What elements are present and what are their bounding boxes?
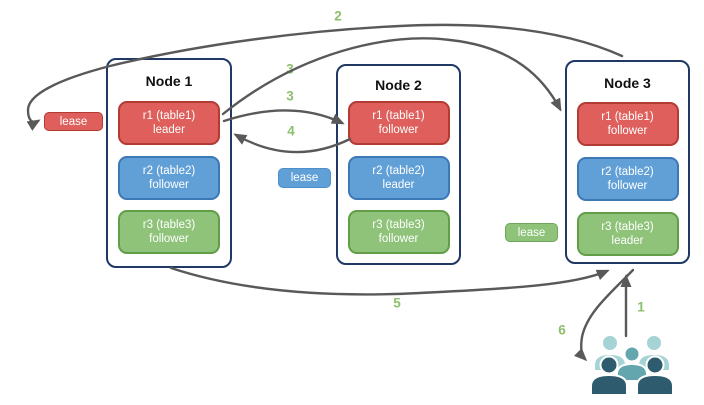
step-label-6: 6	[558, 322, 566, 338]
node-1-replica-r3: r3 (table3) follower	[118, 210, 220, 254]
arrow-step-5-node1-to-node3	[169, 266, 610, 296]
person-front-right	[636, 355, 674, 396]
replica-role-label: leader	[153, 124, 185, 136]
replica-range-label: r2 (table2)	[142, 165, 196, 177]
replica-role-label: leader	[611, 235, 644, 247]
step-label-1: 1	[637, 299, 645, 315]
lease-tag-red: lease	[44, 112, 103, 131]
arrow-step-3-node1-to-node2	[222, 109, 345, 125]
node-1-replica-r2: r2 (table2) follower	[118, 156, 220, 200]
node-2-replica-r3: r3 (table3) follower	[347, 210, 450, 254]
node-3-title: Node 3	[604, 75, 651, 91]
node-3-replica-r1: r1 (table1) follower	[576, 102, 679, 146]
replica-role-label: follower	[607, 125, 648, 137]
replica-role-label: follower	[378, 233, 419, 245]
replica-role-label: follower	[149, 179, 189, 191]
replica-range-label: r2 (table2)	[372, 165, 425, 177]
replica-range-label: r1 (table1)	[601, 111, 654, 123]
lease-tag-green: lease	[505, 223, 558, 242]
step-label-4: 4	[287, 123, 295, 139]
node-2-box: Node 2 r1 (table1) follower r2 (table2) …	[336, 64, 461, 265]
node-3-replica-r2: r2 (table2) follower	[576, 157, 679, 201]
node-2-replica-r1: r1 (table1) follower	[347, 101, 450, 145]
replica-range-label: r2 (table2)	[601, 166, 654, 178]
node-1-replica-r1: r1 (table1) leader	[118, 101, 220, 145]
replica-role-label: leader	[382, 179, 415, 191]
node-1-box: Node 1 r1 (table1) leader r2 (table2) fo…	[106, 58, 232, 268]
replica-range-label: r3 (table3)	[601, 221, 654, 233]
node-2-title: Node 2	[375, 77, 422, 93]
replica-role-label: follower	[607, 180, 648, 192]
node-1-title: Node 1	[145, 73, 193, 89]
lease-tag-blue: lease	[278, 168, 331, 188]
replica-role-label: follower	[378, 124, 419, 136]
step-label-3b: 3	[286, 88, 294, 104]
node-2-replica-r2: r2 (table2) leader	[347, 156, 450, 200]
step-label-5: 5	[393, 295, 401, 311]
node-3-replica-r3: r3 (table3) leader	[576, 212, 679, 256]
replica-range-label: r3 (table3)	[372, 219, 425, 231]
replica-role-label: follower	[149, 233, 189, 245]
users-group-icon	[590, 334, 674, 396]
node-3-box: Node 3 r1 (table1) follower r2 (table2) …	[565, 60, 690, 264]
person-front-left	[590, 355, 628, 396]
replica-range-label: r1 (table1)	[372, 110, 425, 122]
replica-range-label: r3 (table3)	[142, 219, 196, 231]
replica-range-label: r1 (table1)	[142, 110, 196, 122]
step-label-2: 2	[334, 8, 342, 24]
step-label-3a: 3	[286, 61, 294, 77]
